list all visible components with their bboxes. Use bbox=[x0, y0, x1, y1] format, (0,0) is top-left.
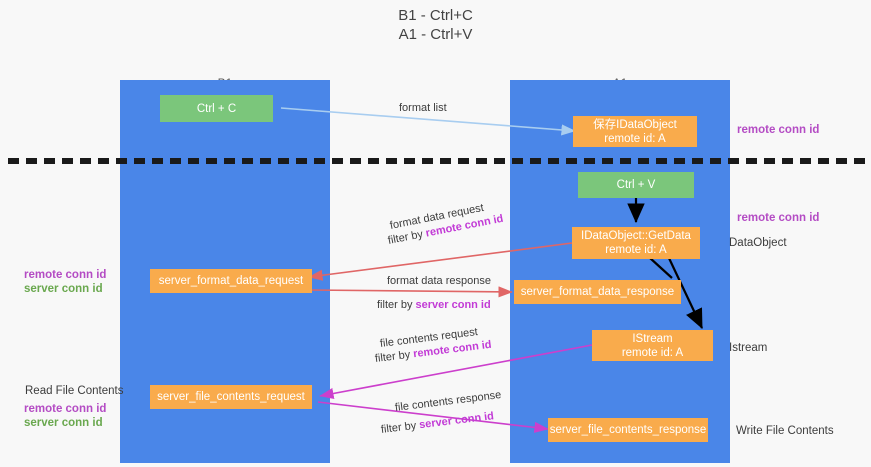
filter-key-server-conn-id: server conn id bbox=[418, 410, 495, 432]
box-server-format-data-request[interactable]: server_format_data_request bbox=[150, 269, 312, 293]
edge-label-format-data-response: format data response bbox=[387, 275, 491, 287]
filter-prefix: filter by bbox=[380, 419, 420, 436]
left-label-remote-conn-id: remote conn id bbox=[24, 269, 107, 281]
right-label-write-file-contents: Write File Contents bbox=[736, 425, 834, 437]
right-label-remote-conn-id-top: remote conn id bbox=[737, 124, 820, 136]
box-server-file-contents-request[interactable]: server_file_contents_request bbox=[150, 385, 312, 409]
box-istream[interactable]: IStream remote id: A bbox=[592, 330, 713, 361]
left-label-server-conn-id: server conn id bbox=[24, 283, 103, 295]
box-save-idataobject[interactable]: 保存IDataObject remote id: A bbox=[573, 116, 697, 147]
box-server-format-data-response[interactable]: server_format_data_response bbox=[514, 280, 681, 304]
arrow-format-data-response bbox=[308, 286, 513, 298]
right-label-remote-conn-id-mid: remote conn id bbox=[737, 212, 820, 224]
left-label-server-conn-id-2: server conn id bbox=[24, 417, 103, 429]
edge-label-format-data-response-filter: filter by server conn id bbox=[377, 298, 491, 312]
box-ctrl-c[interactable]: Ctrl + C bbox=[160, 95, 273, 122]
box-getdata[interactable]: IDataObject::GetData remote id: A bbox=[572, 227, 700, 259]
filter-prefix: filter by bbox=[374, 348, 414, 365]
box-server-file-contents-response[interactable]: server_file_contents_response bbox=[548, 418, 708, 442]
filter-prefix: filter by bbox=[377, 299, 416, 311]
filter-key-server-conn-id: server conn id bbox=[415, 299, 491, 311]
edge-label-format-list: format list bbox=[399, 102, 447, 114]
box-ctrl-v[interactable]: Ctrl + V bbox=[578, 172, 694, 198]
right-label-istream: Istream bbox=[729, 342, 768, 354]
left-label-remote-conn-id-2: remote conn id bbox=[24, 403, 107, 415]
diagram-title: B1 - Ctrl+C A1 - Ctrl+V bbox=[398, 7, 473, 43]
right-label-dataobject: DataObject bbox=[729, 237, 787, 249]
left-label-read-file-contents: Read File Contents bbox=[25, 385, 124, 397]
